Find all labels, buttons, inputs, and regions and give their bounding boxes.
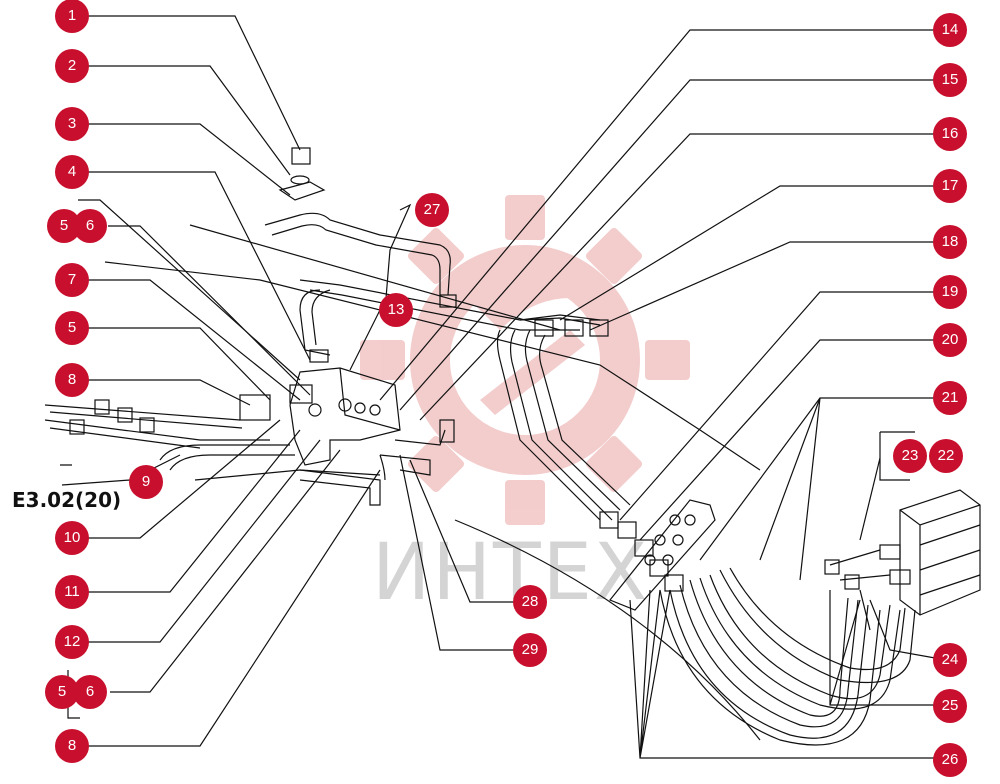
callout-25[interactable]: 25 xyxy=(933,689,967,723)
callout-5[interactable]: 5 xyxy=(45,675,79,709)
callout-21[interactable]: 21 xyxy=(933,381,967,415)
callout-2[interactable]: 2 xyxy=(55,49,89,83)
callout-8[interactable]: 8 xyxy=(55,729,89,763)
callout-3[interactable]: 3 xyxy=(55,107,89,141)
callout-10[interactable]: 10 xyxy=(55,521,89,555)
callout-5[interactable]: 5 xyxy=(55,311,89,345)
callout-15[interactable]: 15 xyxy=(933,63,967,97)
callout-13[interactable]: 13 xyxy=(379,293,413,327)
callout-24[interactable]: 24 xyxy=(933,643,967,677)
callout-12[interactable]: 12 xyxy=(55,625,89,659)
callout-1[interactable]: 1 xyxy=(55,0,89,33)
callout-16[interactable]: 16 xyxy=(933,117,967,151)
callout-18[interactable]: 18 xyxy=(933,225,967,259)
callout-7[interactable]: 7 xyxy=(55,263,89,297)
callout-22[interactable]: 22 xyxy=(929,439,963,473)
callout-20[interactable]: 20 xyxy=(933,323,967,357)
callout-6[interactable]: 6 xyxy=(73,209,107,243)
callout-19[interactable]: 19 xyxy=(933,275,967,309)
callout-6[interactable]: 6 xyxy=(73,675,107,709)
callout-14[interactable]: 14 xyxy=(933,13,967,47)
callout-23[interactable]: 23 xyxy=(893,439,927,473)
callout-27[interactable]: 27 xyxy=(415,193,449,227)
callout-11[interactable]: 11 xyxy=(55,575,89,609)
callout-4[interactable]: 4 xyxy=(55,155,89,189)
callout-29[interactable]: 29 xyxy=(513,633,547,667)
callout-26[interactable]: 26 xyxy=(933,743,967,777)
callout-8[interactable]: 8 xyxy=(55,363,89,397)
callout-28[interactable]: 28 xyxy=(513,585,547,619)
callout-17[interactable]: 17 xyxy=(933,169,967,203)
callout-9[interactable]: 9 xyxy=(129,465,163,499)
reference-label: E3.02(20) xyxy=(12,488,122,512)
